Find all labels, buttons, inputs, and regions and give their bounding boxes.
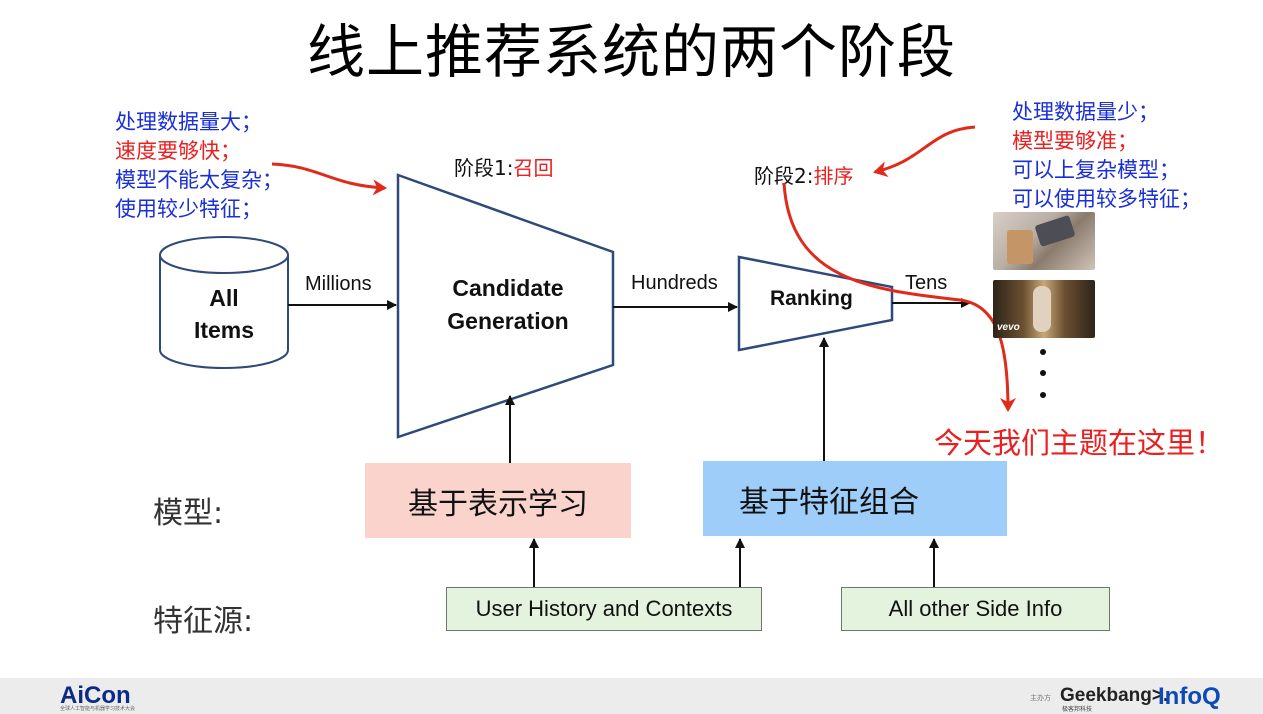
- feature-combination-box: 基于特征组合: [703, 461, 1007, 536]
- focus-note: 今天我们主题在这里！: [934, 426, 1225, 460]
- ranking-notes: 处理数据量少； 模型要够准； 可以上复杂模型； 可以使用较多特征；: [1012, 98, 1201, 214]
- all-items-cylinder: [159, 236, 289, 369]
- geekbang-subtitle: 极客邦科技: [1062, 706, 1093, 713]
- ranking-red-arrow: [873, 125, 976, 177]
- more-dot-2: [1040, 370, 1046, 376]
- all-items-line1: All: [209, 285, 239, 311]
- ranking-note-2: 模型要够准；: [1012, 129, 1138, 153]
- focus-red-arrow: [782, 182, 1016, 412]
- sponsor-prefix: 主办方: [1030, 694, 1051, 702]
- candidate-generation-label: Candidate Generation: [418, 272, 598, 338]
- coffee-cup-shape: [1007, 230, 1033, 264]
- more-dot-1: [1040, 349, 1046, 355]
- tens-label: Tens: [905, 272, 948, 294]
- candidate-line2: Generation: [447, 308, 569, 334]
- more-dot-3: [1040, 392, 1046, 398]
- result-thumbnail-1[interactable]: [993, 212, 1095, 270]
- stage1-label: 阶段1:召回: [454, 152, 553, 181]
- recall-notes: 处理数据量大； 速度要够快； 模型不能太复杂； 使用较少特征；: [115, 108, 283, 224]
- result-thumbnail-2[interactable]: vevo: [993, 280, 1095, 338]
- ranking-note-1: 处理数据量少；: [1012, 100, 1159, 124]
- geekbang-logo: Geekbang>.: [1060, 685, 1169, 706]
- side-info-source-box: All other Side Info: [841, 587, 1110, 631]
- vevo-logo: vevo: [997, 322, 1020, 333]
- dancer-shape: [1033, 286, 1051, 332]
- ranking-label: Ranking: [770, 287, 853, 310]
- footer-bar: [0, 678, 1263, 714]
- candidate-generation-funnel: [396, 173, 615, 439]
- candidate-line1: Candidate: [452, 275, 564, 301]
- hundreds-label: Hundreds: [631, 272, 718, 294]
- ranking-note-4: 可以使用较多特征；: [1012, 187, 1201, 211]
- model-row-label: 模型:: [153, 496, 224, 531]
- page-title: 线上推荐系统的两个阶段: [306, 18, 956, 86]
- recall-note-1: 处理数据量大；: [115, 110, 262, 134]
- stage2-name: 排序: [813, 164, 854, 188]
- ranking-note-3: 可以上复杂模型；: [1012, 158, 1180, 182]
- all-items-line2: Items: [193, 317, 255, 343]
- representation-learning-box: 基于表示学习: [365, 463, 631, 538]
- recall-note-2: 速度要够快；: [115, 139, 241, 163]
- all-items-label: All Items: [160, 282, 288, 346]
- recall-red-arrow: [271, 162, 387, 196]
- millions-label: Millions: [305, 273, 372, 295]
- aicon-logo: AiCon: [60, 682, 131, 709]
- infoq-logo: InfoQ: [1158, 683, 1221, 710]
- user-history-source-box: User History and Contexts: [446, 587, 762, 631]
- aicon-subtitle: 全球人工智能与机器学习技术大会: [60, 706, 136, 712]
- feature-source-row-label: 特征源:: [153, 604, 254, 639]
- stage1-name: 召回: [513, 156, 554, 180]
- stage1-prefix: 阶段1:: [454, 156, 514, 180]
- recall-note-4: 使用较少特征；: [115, 197, 262, 221]
- phone-shape: [1034, 214, 1076, 248]
- recall-note-3: 模型不能太复杂；: [115, 168, 283, 192]
